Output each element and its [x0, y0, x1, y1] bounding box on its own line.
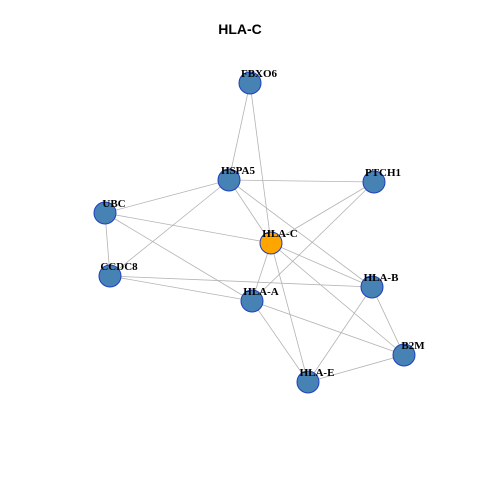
node-fbxo6	[238, 71, 262, 95]
edge-ptch1-hla-c	[270, 181, 375, 244]
edge-hla-e-b2m	[307, 354, 405, 383]
node-ptch1	[362, 170, 386, 194]
edge-hla-c-b2m	[270, 242, 405, 356]
edge-ptch1-hla-a	[251, 181, 375, 302]
edge-fbxo6-hla-c	[249, 82, 272, 244]
node-label-fbxo6: FBXO6	[241, 68, 278, 80]
edge-hspa5-hla-c	[228, 179, 272, 244]
edge-hla-c-hla-b	[270, 242, 373, 288]
edge-ccdc8-hla-b	[109, 275, 373, 288]
node-hla-a	[240, 289, 264, 313]
edge-ubc-hla-a	[104, 212, 253, 302]
node-label-hla-c: HLA-C	[262, 228, 298, 240]
edge-hspa5-ccdc8	[109, 179, 230, 277]
nodes-layer	[93, 71, 416, 394]
node-label-ptch1: PTCH1	[365, 167, 401, 179]
edge-hspa5-ubc	[104, 179, 230, 214]
edge-fbxo6-hspa5	[228, 82, 251, 181]
node-label-hla-a: HLA-A	[243, 286, 279, 298]
node-hla-b	[360, 275, 384, 299]
edge-hspa5-ptch1	[228, 179, 375, 183]
node-ubc	[93, 201, 117, 225]
node-label-b2m: B2M	[401, 340, 425, 352]
node-label-ubc: UBC	[102, 198, 125, 210]
node-hspa5	[217, 168, 241, 192]
edge-hla-a-b2m	[251, 300, 405, 356]
edges-layer	[104, 82, 405, 383]
node-hla-c	[259, 231, 283, 255]
node-ccdc8	[98, 264, 122, 288]
node-label-hla-b: HLA-B	[364, 272, 400, 284]
node-b2m	[392, 343, 416, 367]
diagram-title: HLA-C	[218, 21, 262, 37]
node-label-ccdc8: CCDC8	[100, 261, 138, 273]
node-label-hspa5: HSPA5	[221, 165, 256, 177]
edge-ubc-hla-c	[104, 212, 272, 244]
edge-hla-c-hla-e	[270, 242, 309, 383]
edge-hla-b-b2m	[371, 286, 405, 356]
edge-hla-a-hla-e	[251, 300, 309, 383]
edge-ccdc8-hla-a	[109, 275, 253, 302]
edge-hla-b-hla-e	[307, 286, 373, 383]
edge-hspa5-hla-b	[228, 179, 373, 288]
node-hla-e	[296, 370, 320, 394]
node-label-hla-e: HLA-E	[300, 367, 335, 379]
